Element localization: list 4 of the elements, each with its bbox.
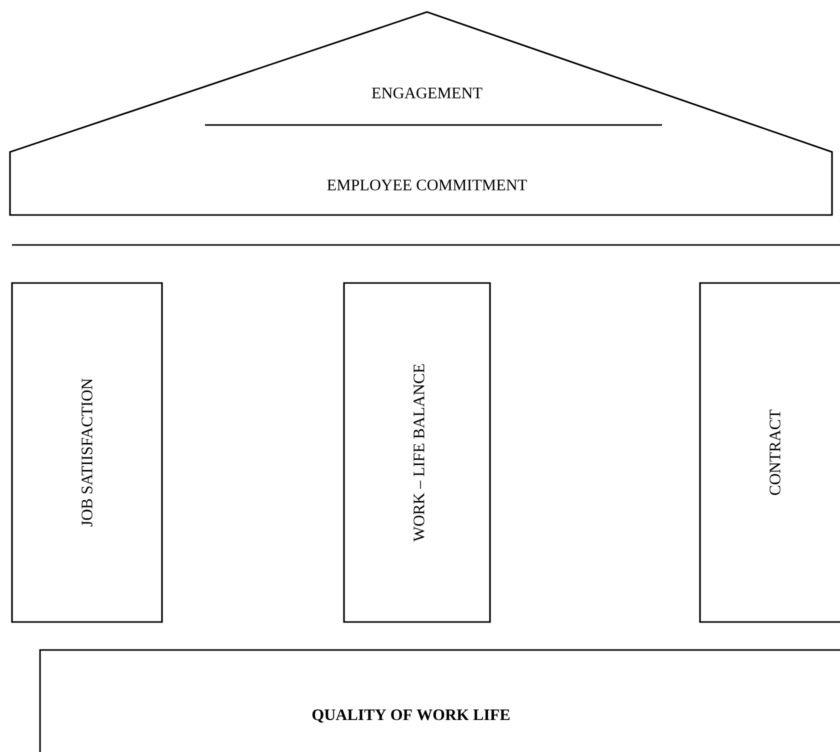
pillar-box: WORK – LIFE BALANCE: [343, 282, 491, 623]
pillar-box: CONTRACT: [699, 282, 840, 623]
pillar-box: JOB SATIISFACTION: [11, 282, 163, 623]
base-box: QUALITY OF WORK LIFE: [39, 649, 840, 752]
